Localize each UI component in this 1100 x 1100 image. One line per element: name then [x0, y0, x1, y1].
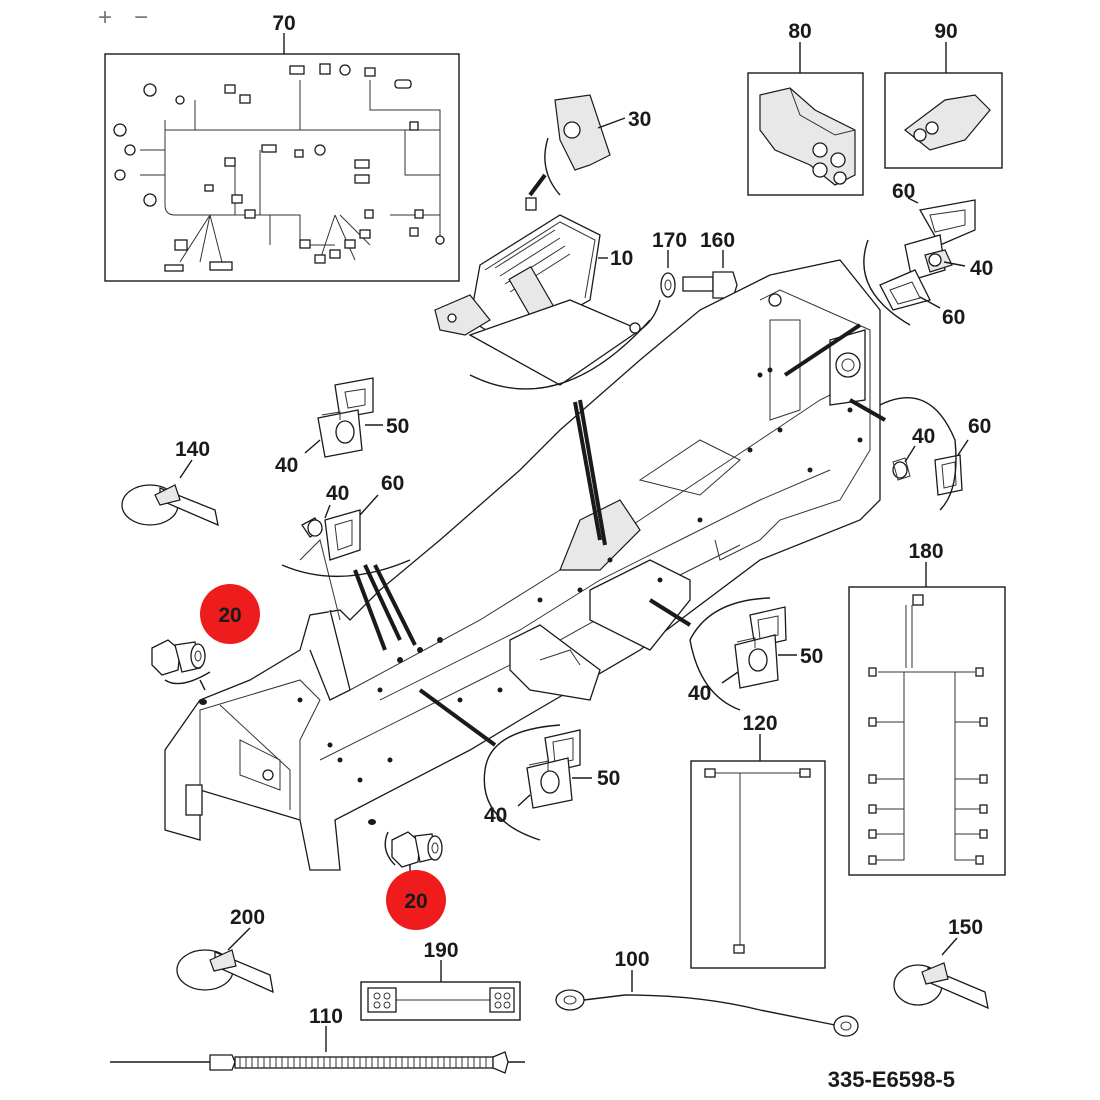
- part-20-sensor-lower[interactable]: 20: [368, 819, 446, 930]
- zoom-out-button[interactable]: −: [134, 4, 148, 31]
- leader-lines: [353, 323, 886, 747]
- callout-40-mid-left[interactable]: 40: [326, 482, 349, 505]
- part-170-washer[interactable]: 170: [652, 229, 687, 298]
- part-90-connector[interactable]: 90: [884, 20, 1003, 169]
- part-120-jumper-harness[interactable]: 120: [690, 712, 826, 969]
- detail-bracket-60-right[interactable]: 40 60: [879, 396, 991, 511]
- callout-60-right[interactable]: 60: [968, 415, 991, 438]
- callout-80[interactable]: 80: [788, 20, 811, 43]
- chassis-frame: [164, 259, 881, 871]
- callout-140[interactable]: 140: [175, 438, 210, 461]
- callout-50-upper[interactable]: 50: [386, 415, 409, 438]
- callout-40-middle[interactable]: 40: [688, 682, 711, 705]
- callout-20-upper-marker: [200, 584, 260, 644]
- part-30-mount-clip[interactable]: 30: [525, 94, 651, 211]
- callout-10[interactable]: 10: [610, 247, 633, 270]
- part-140-cable-tie[interactable]: 140: [121, 438, 219, 527]
- part-150-cable-tie[interactable]: 150: [893, 916, 989, 1010]
- part-110-throttle-cable[interactable]: 110: [110, 1005, 525, 1074]
- callout-40-right[interactable]: 40: [912, 425, 935, 448]
- detail-bracket-60-mid-left[interactable]: 40 60: [281, 472, 411, 577]
- callout-50-lower[interactable]: 50: [597, 767, 620, 790]
- callout-190[interactable]: 190: [423, 939, 458, 962]
- part-70-main-harness[interactable]: 70: [104, 12, 460, 282]
- part-20-sensor-upper[interactable]: 20: [151, 584, 260, 705]
- detail-bracket-50-middle[interactable]: 50 40: [688, 597, 823, 711]
- callout-60-top-lower[interactable]: 60: [942, 306, 965, 329]
- callout-110[interactable]: 110: [309, 1005, 343, 1028]
- callout-170[interactable]: 170: [652, 229, 687, 252]
- callout-40-top-right[interactable]: 40: [970, 257, 993, 280]
- part-100-ground-cable[interactable]: 100: [555, 948, 859, 1037]
- callout-150[interactable]: 150: [948, 916, 983, 939]
- callout-70[interactable]: 70: [272, 12, 295, 35]
- callout-180[interactable]: 180: [908, 540, 943, 563]
- part-80-connector[interactable]: 80: [747, 20, 864, 196]
- zoom-toolbar: + −: [98, 4, 148, 31]
- detail-bracket-50-upper[interactable]: 50 40: [275, 377, 409, 477]
- detail-bracket-50-lower[interactable]: 50 40: [483, 724, 620, 841]
- callout-40-lower[interactable]: 40: [484, 804, 507, 827]
- callout-20-lower[interactable]: 20: [404, 890, 427, 913]
- callout-20-lower-marker: [386, 870, 446, 930]
- part-180-sub-harness[interactable]: 180: [848, 540, 1006, 876]
- detail-bracket-top-right[interactable]: 60 40 60: [863, 180, 994, 329]
- callout-90[interactable]: 90: [934, 20, 957, 43]
- callout-120[interactable]: 120: [742, 712, 777, 735]
- callout-50-middle[interactable]: 50: [800, 645, 823, 668]
- callout-60-top[interactable]: 60: [892, 180, 915, 203]
- part-200-cable-tie[interactable]: 200: [176, 906, 274, 994]
- part-160-bolt[interactable]: 160: [682, 229, 738, 299]
- callout-20-upper[interactable]: 20: [218, 604, 241, 627]
- callout-100[interactable]: 100: [614, 948, 649, 971]
- zoom-in-button[interactable]: +: [98, 4, 112, 31]
- diagram-reference-code: 335-E6598-5: [828, 1067, 955, 1092]
- part-190-connector-harness[interactable]: 190: [360, 939, 521, 1021]
- part-10-control-unit[interactable]: 10: [434, 214, 651, 390]
- callout-160[interactable]: 160: [700, 229, 735, 252]
- callout-30[interactable]: 30: [628, 108, 651, 131]
- callout-200[interactable]: 200: [230, 906, 265, 929]
- callout-60-mid-left[interactable]: 60: [381, 472, 404, 495]
- callout-40-upper[interactable]: 40: [275, 454, 298, 477]
